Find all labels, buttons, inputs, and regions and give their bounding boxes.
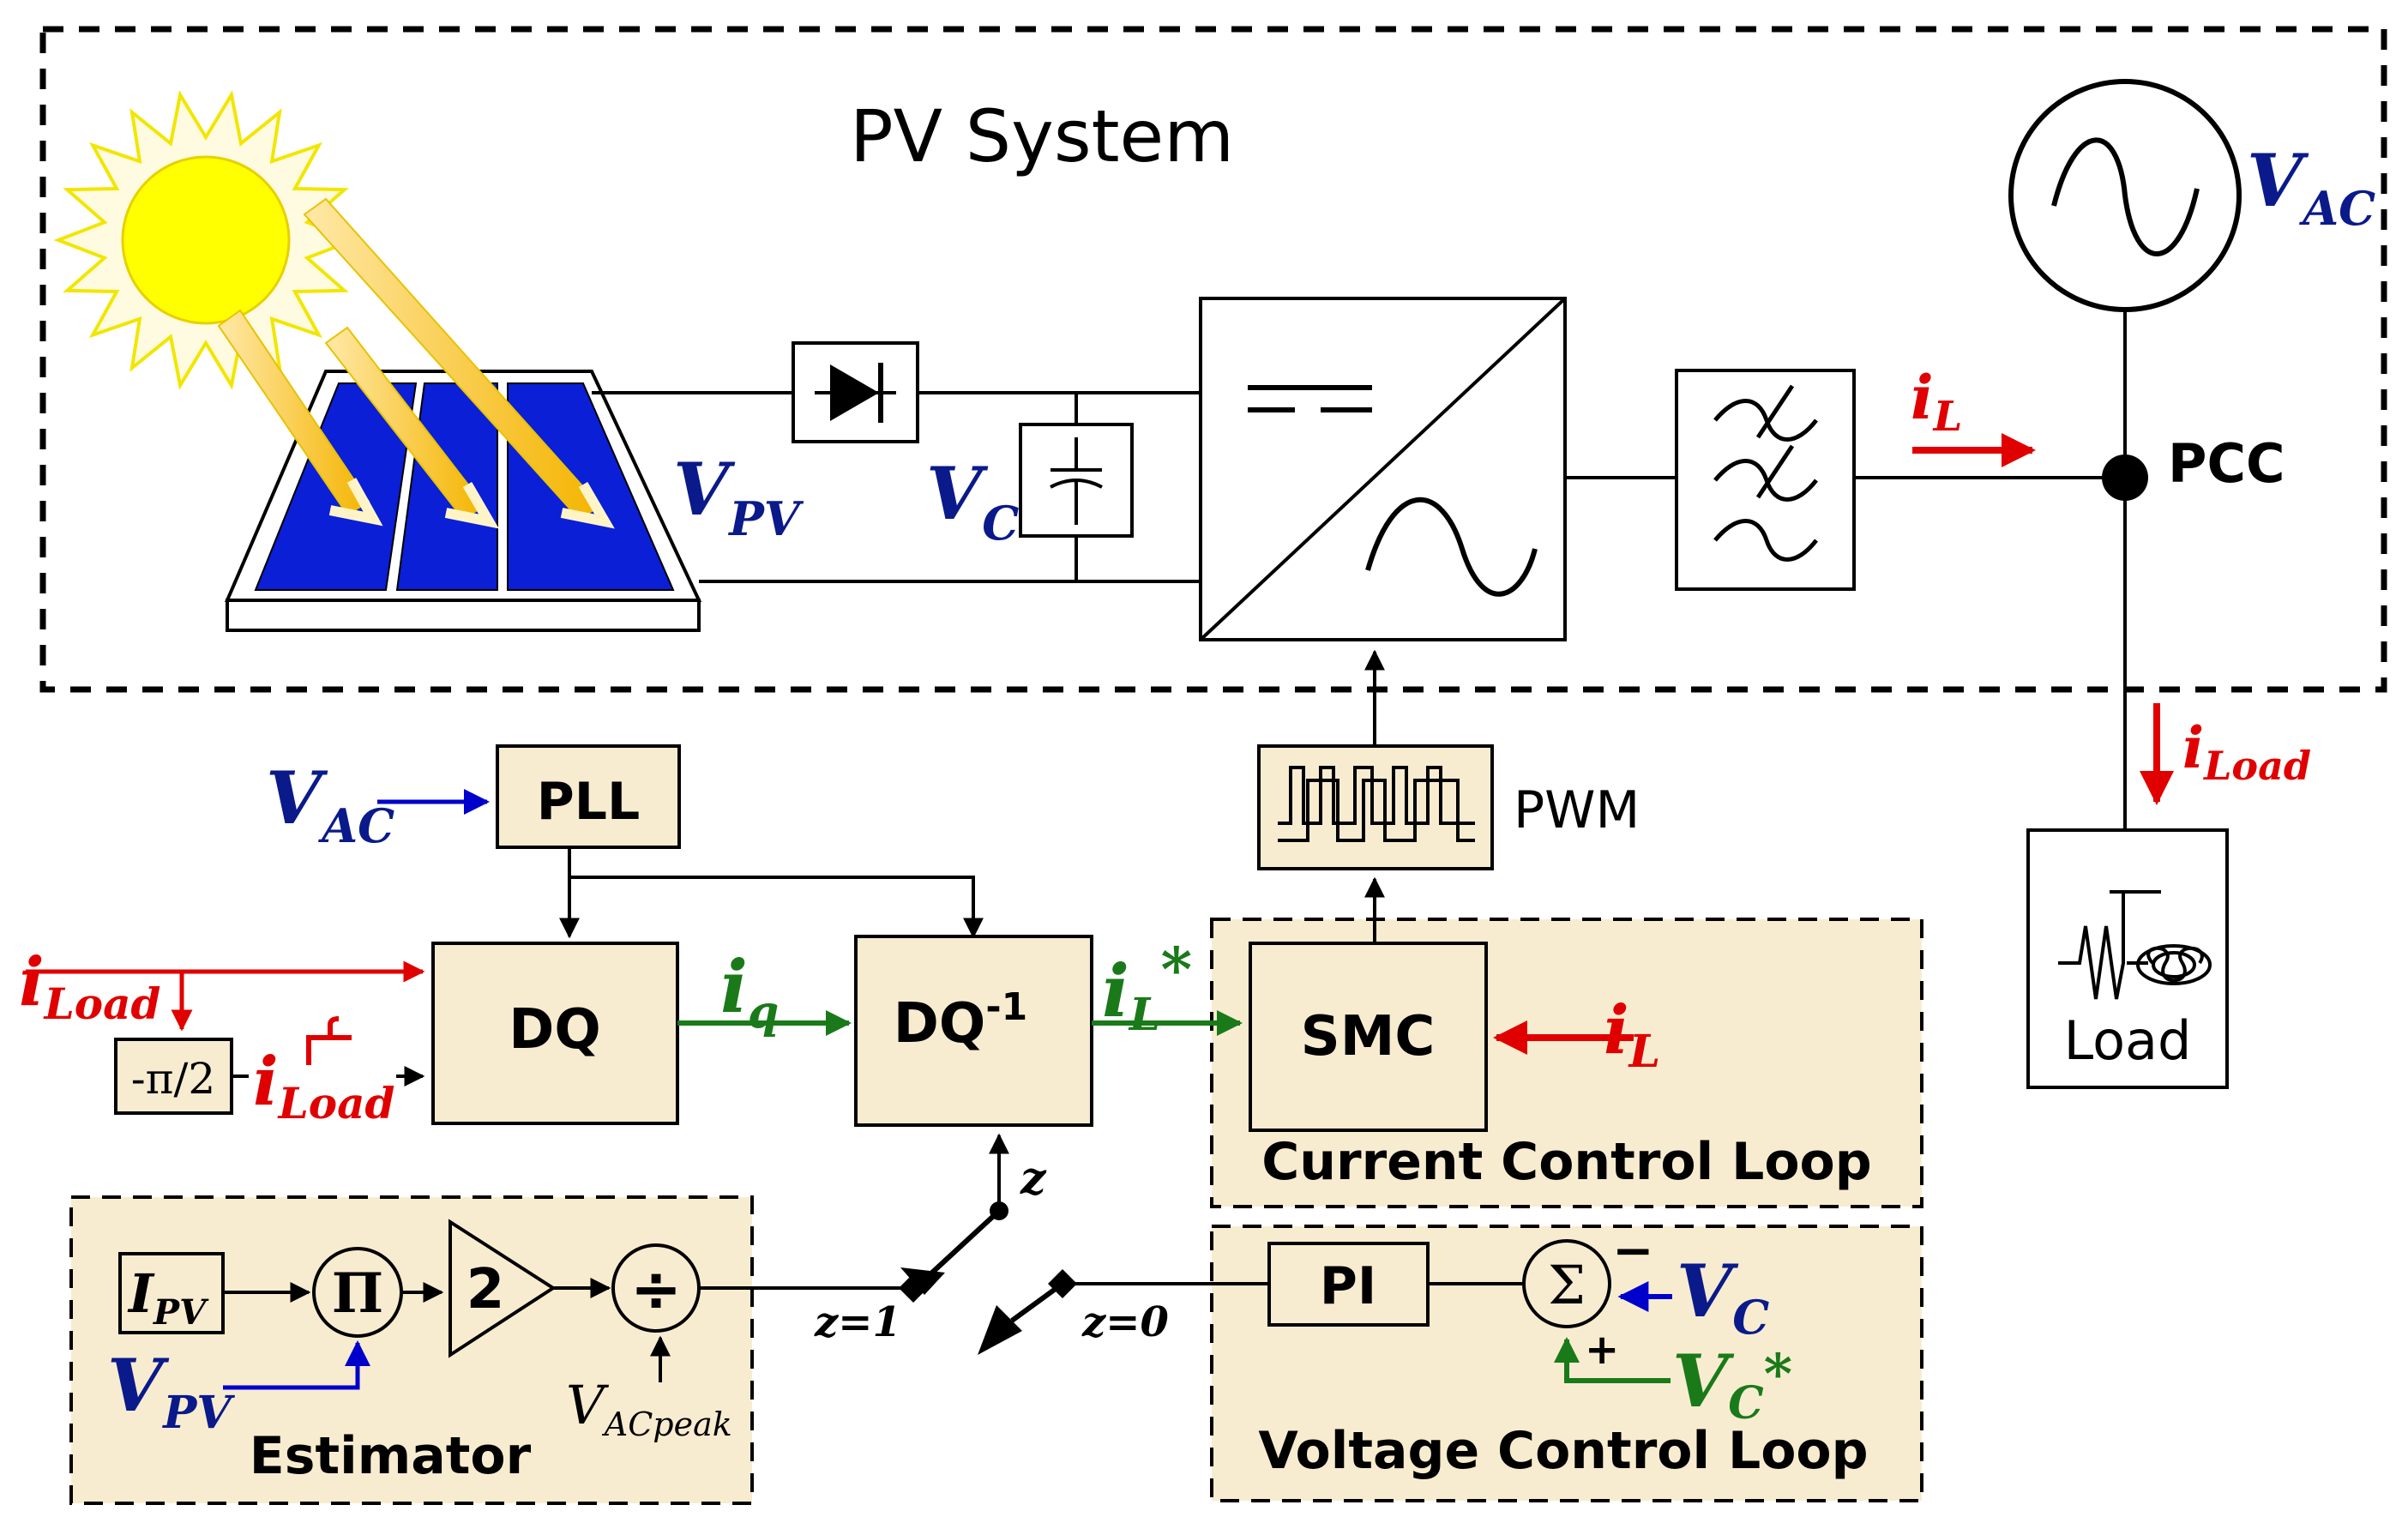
filter-icon [1675, 369, 1856, 591]
pi-label: PI [1320, 1256, 1376, 1316]
sun-icon [53, 90, 358, 390]
quadrature-symbol [306, 1016, 352, 1065]
ipv-block [118, 1252, 225, 1334]
pwm-block [1257, 744, 1494, 870]
pwm-label: PWM [1514, 780, 1640, 840]
il-label-top: iL [1911, 362, 1962, 441]
dq-label: DQ [509, 998, 601, 1062]
vpv-to-product [223, 1340, 370, 1390]
sum-block [1522, 1239, 1611, 1328]
ipv-label: IPV [127, 1262, 209, 1333]
iload-label-grid: iLoad [2182, 714, 2311, 789]
pcc-node [2102, 454, 2148, 501]
plus-sign: + [1585, 1326, 1619, 1374]
switch-icon [899, 1201, 1077, 1355]
load-label: Load [2064, 1009, 2192, 1072]
iload-shifted-label: iLoad [253, 1043, 395, 1129]
z1-label: z=1 [814, 1298, 901, 1346]
pcc-label: PCC [2168, 432, 2285, 495]
pll-label: PLL [537, 772, 640, 832]
gain-block [448, 1219, 557, 1358]
minus-sign: − [1612, 1221, 1654, 1279]
smc-label: SMC [1301, 1005, 1436, 1068]
dq-inverse-block [854, 935, 1093, 1127]
gain-label: 2 [467, 1258, 505, 1321]
smc-block [1249, 942, 1488, 1132]
pv-panel-icon [217, 197, 702, 632]
pll-block [496, 744, 681, 849]
ac-source-icon [2008, 79, 2242, 312]
pv-system-boundary [39, 26, 2387, 693]
vc-ref-label: VC* [1672, 1339, 1792, 1430]
vc-ref-arrow [1554, 1337, 1671, 1383]
diode-icon [792, 341, 919, 443]
z0-label: z=0 [1081, 1298, 1169, 1346]
dq-block [431, 942, 679, 1125]
phase-shift-label: -π/2 [131, 1054, 215, 1104]
pwm-waveform-icon [1278, 766, 1475, 842]
load-icon [2026, 828, 2229, 1089]
voltage-loop-label: Voltage Control Loop [1258, 1421, 1868, 1481]
capacitor-icon [1019, 423, 1134, 538]
il-ref-label: iL* [1102, 934, 1192, 1041]
vacpeak-label: VACpeak [566, 1374, 732, 1443]
sum-symbol: Σ [1548, 1254, 1586, 1316]
estimator-label: Estimator [250, 1426, 532, 1486]
dq-inverse-label: DQ-1 [894, 985, 1027, 1056]
current-loop-label: Current Control Loop [1261, 1132, 1871, 1192]
divide-symbol: ÷ [630, 1253, 682, 1325]
iq-label: iq [720, 944, 779, 1038]
pll-to-dqinv [569, 876, 984, 939]
phase-shift-block [114, 1038, 233, 1115]
vc-label-loop: VC [1677, 1249, 1769, 1345]
vpv-label-panel: VPV [673, 447, 804, 546]
inverter-icon [1199, 297, 1567, 641]
z-label: z [1020, 1153, 1047, 1205]
vac-label-pll: VAC [266, 755, 394, 853]
product-symbol: Π [332, 1261, 383, 1326]
vc-label-capacitor: VC [926, 451, 1019, 551]
dc-bus-wires [592, 391, 1201, 583]
pv-system-title: PV System [850, 94, 1234, 178]
vpv-label-estimator: VPV [107, 1343, 235, 1439]
vac-label-grid: VAC [2247, 138, 2375, 236]
il-label-smc: iL [1604, 991, 1660, 1078]
iload-label-left: iLoad [19, 943, 161, 1029]
